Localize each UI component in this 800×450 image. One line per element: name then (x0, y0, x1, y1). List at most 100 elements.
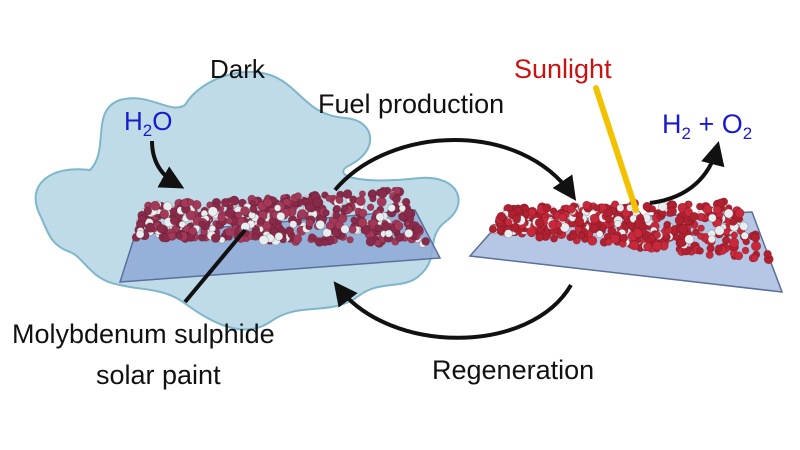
paint-particle (404, 228, 414, 238)
paint-particle (510, 223, 519, 232)
paint-particle (582, 200, 592, 210)
sunlight-label: Sunlight (514, 54, 612, 84)
paint-particle (150, 200, 161, 211)
paint-particle (554, 221, 563, 229)
products-h: H (662, 109, 682, 139)
paint-particle (512, 214, 521, 224)
fuel-production-label: Fuel production (318, 89, 504, 119)
paint-particle (413, 224, 423, 234)
paint-particle (321, 238, 329, 247)
paint-particle (526, 226, 537, 237)
paint-particle (292, 234, 303, 244)
paint-particle (587, 235, 598, 246)
paint-particle (707, 235, 716, 244)
paint-particle (496, 211, 506, 221)
paint-particle (730, 231, 739, 239)
paint-particle (325, 194, 333, 202)
paint-particle (282, 198, 291, 206)
paint-particle (750, 241, 762, 252)
paint-particle (341, 204, 349, 212)
paint-particle (657, 201, 668, 212)
paint-particle (595, 230, 604, 238)
paint-particle (684, 234, 695, 245)
paint-particle (652, 240, 663, 251)
paint-particle (225, 217, 233, 225)
paint-particle (643, 242, 652, 251)
paint-particle (629, 240, 640, 251)
paint-particle (678, 223, 689, 234)
paint-particle (394, 221, 404, 231)
paint-particle (663, 220, 672, 229)
paint-particle (169, 216, 179, 226)
water-subscript: 2 (143, 121, 152, 140)
paint-particle (702, 204, 713, 215)
paint-particle (683, 207, 693, 217)
dark-label: Dark (210, 54, 266, 84)
paint-particle (384, 229, 393, 238)
paint-particle (143, 206, 153, 216)
products-h-subscript: 2 (682, 124, 691, 143)
paint-particle (178, 220, 187, 229)
paint-particle (274, 204, 282, 212)
paint-particle (421, 237, 431, 246)
paint-particle (335, 196, 344, 204)
arrow-icon (150, 140, 185, 189)
paint-particle (251, 233, 260, 241)
paint-particle (365, 236, 376, 247)
paint-particle (358, 208, 368, 218)
paint-particle (593, 204, 601, 212)
paint-particle (610, 233, 620, 244)
paint-particle (322, 209, 330, 217)
paint-particle (234, 211, 243, 219)
paint-particle (503, 229, 513, 239)
paint-particle (188, 226, 198, 236)
paint-particle (692, 228, 700, 237)
paint-particle (621, 223, 629, 231)
paint-particle (685, 200, 693, 208)
paint-particle (274, 232, 284, 241)
paint-particle (728, 237, 740, 248)
paint-particle (325, 221, 335, 230)
paint-particle (315, 220, 326, 230)
paint-particle (249, 204, 258, 214)
paint-particle (289, 220, 298, 229)
paint-particle (187, 198, 195, 206)
paint-particle (712, 205, 722, 215)
pointer-line (183, 228, 247, 304)
water-label: H2O (124, 106, 172, 140)
paint-particle (574, 216, 585, 227)
paint-particle (169, 207, 177, 215)
paint-particle (308, 233, 316, 241)
paint-particle (156, 223, 167, 234)
paint-particle (395, 233, 405, 242)
paint-particle (294, 192, 302, 200)
paint-particle (569, 232, 577, 241)
paint-particle (763, 249, 772, 259)
paint-particle (402, 197, 411, 207)
paint-particle (542, 203, 552, 213)
paint-particle (381, 221, 391, 232)
arrow-icon (333, 138, 577, 201)
paint-particle (723, 208, 734, 219)
paint-particle (210, 233, 221, 243)
paint-particle (729, 217, 738, 226)
paint-particle (504, 218, 513, 227)
paint-particle (496, 226, 504, 234)
paint-particle (376, 196, 387, 207)
paint-particle (607, 226, 617, 236)
paint-particle (374, 224, 382, 233)
products-label: H2 + O2 (662, 109, 752, 143)
paint-particle (750, 254, 759, 262)
paint-particle (162, 201, 173, 212)
paint-particle (220, 198, 231, 208)
paint-particle (350, 216, 358, 224)
paint-particle (750, 232, 761, 243)
paint-particle (256, 217, 265, 225)
paint-particle (403, 208, 414, 218)
paint-particle (135, 229, 145, 239)
paint-particle (535, 232, 544, 242)
paint-particle (198, 220, 207, 228)
paint-particle (566, 204, 576, 214)
paint-particle (263, 197, 273, 208)
